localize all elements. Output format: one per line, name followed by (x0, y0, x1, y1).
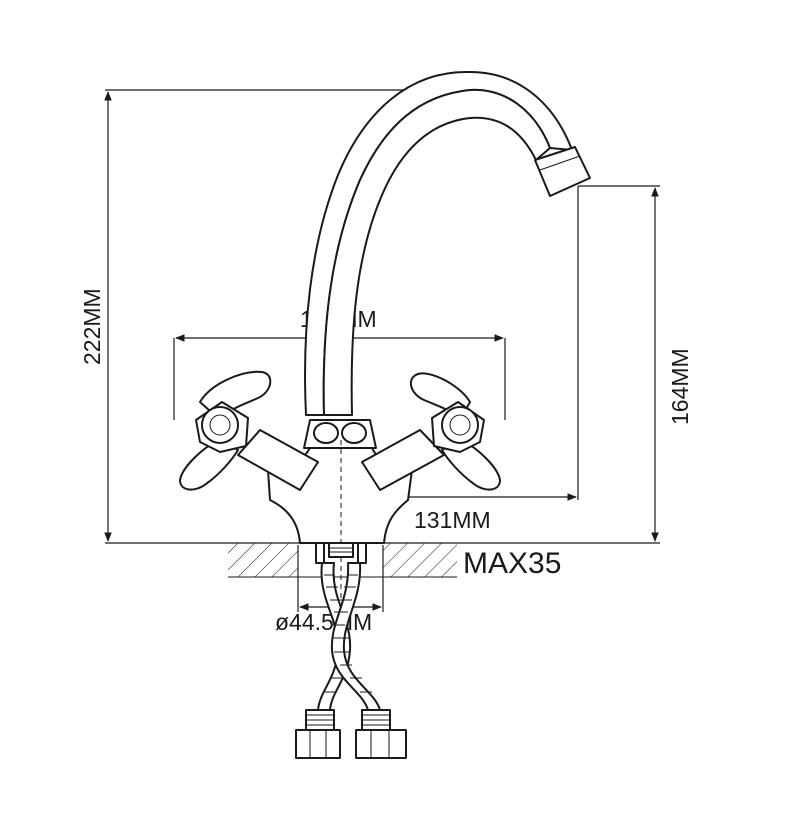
label-spout-reach: 131MM (414, 507, 491, 533)
left-handle (179, 370, 272, 491)
mounting-stud (315, 542, 367, 564)
dimension-total-height: 222MM (79, 89, 660, 544)
label-max-thickness: MAX35 (463, 547, 561, 580)
label-spout-height: 164MM (667, 348, 693, 425)
countertop (228, 542, 457, 578)
spout (304, 71, 591, 416)
dimension-spout-height: 164MM (578, 185, 693, 542)
dimension-mount-diameter: ø44.5MM (275, 545, 384, 635)
label-total-height: 222MM (79, 288, 105, 365)
label-mount-diameter: ø44.5MM (275, 609, 372, 635)
right-handle (409, 372, 501, 491)
hose-right (330, 562, 407, 759)
faucet-body (237, 419, 445, 544)
